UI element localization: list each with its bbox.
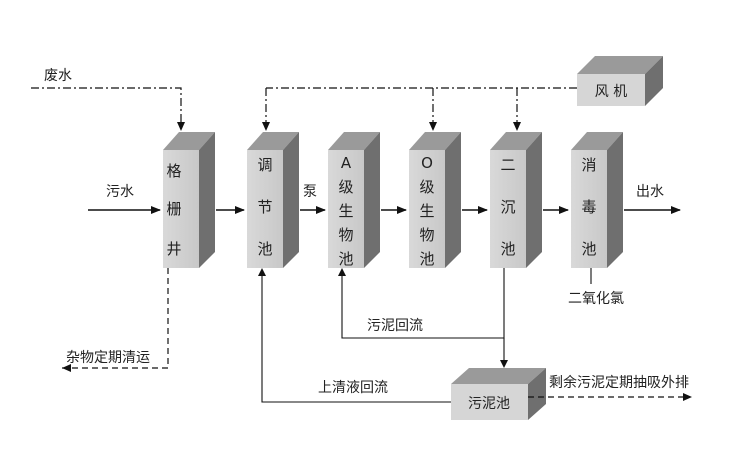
waste-water-label: 废水 — [44, 68, 72, 84]
fan-block: 风 机 — [577, 56, 663, 106]
grid-well-block: 格栅井 — [163, 132, 215, 268]
sludge-lines — [62, 268, 690, 398]
sludge-return-label: 污泥回流 — [367, 318, 423, 334]
secondary-clarifier-block: 二沉池 — [490, 132, 542, 268]
pump-label: 泵 — [303, 184, 317, 200]
fan-label: 风 机 — [595, 84, 627, 100]
outflow-label: 出水 — [636, 184, 664, 200]
air-lines — [31, 87, 577, 126]
grid-well-label: 格栅井 — [166, 162, 181, 258]
return-line-arrowheads — [258, 268, 508, 368]
equalization-block: 调节池 — [247, 132, 299, 268]
disinfection-block: 消毒池 — [571, 132, 623, 268]
disinfection-label: 消毒池 — [581, 156, 596, 258]
sewage-label: 污水 — [106, 184, 134, 200]
debris-label: 杂物定期清运 — [66, 350, 150, 366]
sludge-line-arrowheads — [62, 364, 692, 401]
excess-sludge-label: 剩余污泥定期抽吸外排 — [549, 374, 689, 391]
secondary-clarifier-label: 二沉池 — [500, 156, 515, 258]
chlorine-dioxide-label: 二氧化氯 — [568, 291, 624, 307]
air-line-arrowheads — [177, 122, 521, 131]
sludge-tank-block: 污泥池 — [451, 368, 546, 420]
return-lines — [261, 268, 592, 403]
sludge-tank-label: 污泥池 — [468, 396, 510, 412]
supernatant-return-label: 上清液回流 — [318, 380, 388, 396]
equalization-label: 调节池 — [257, 156, 272, 258]
